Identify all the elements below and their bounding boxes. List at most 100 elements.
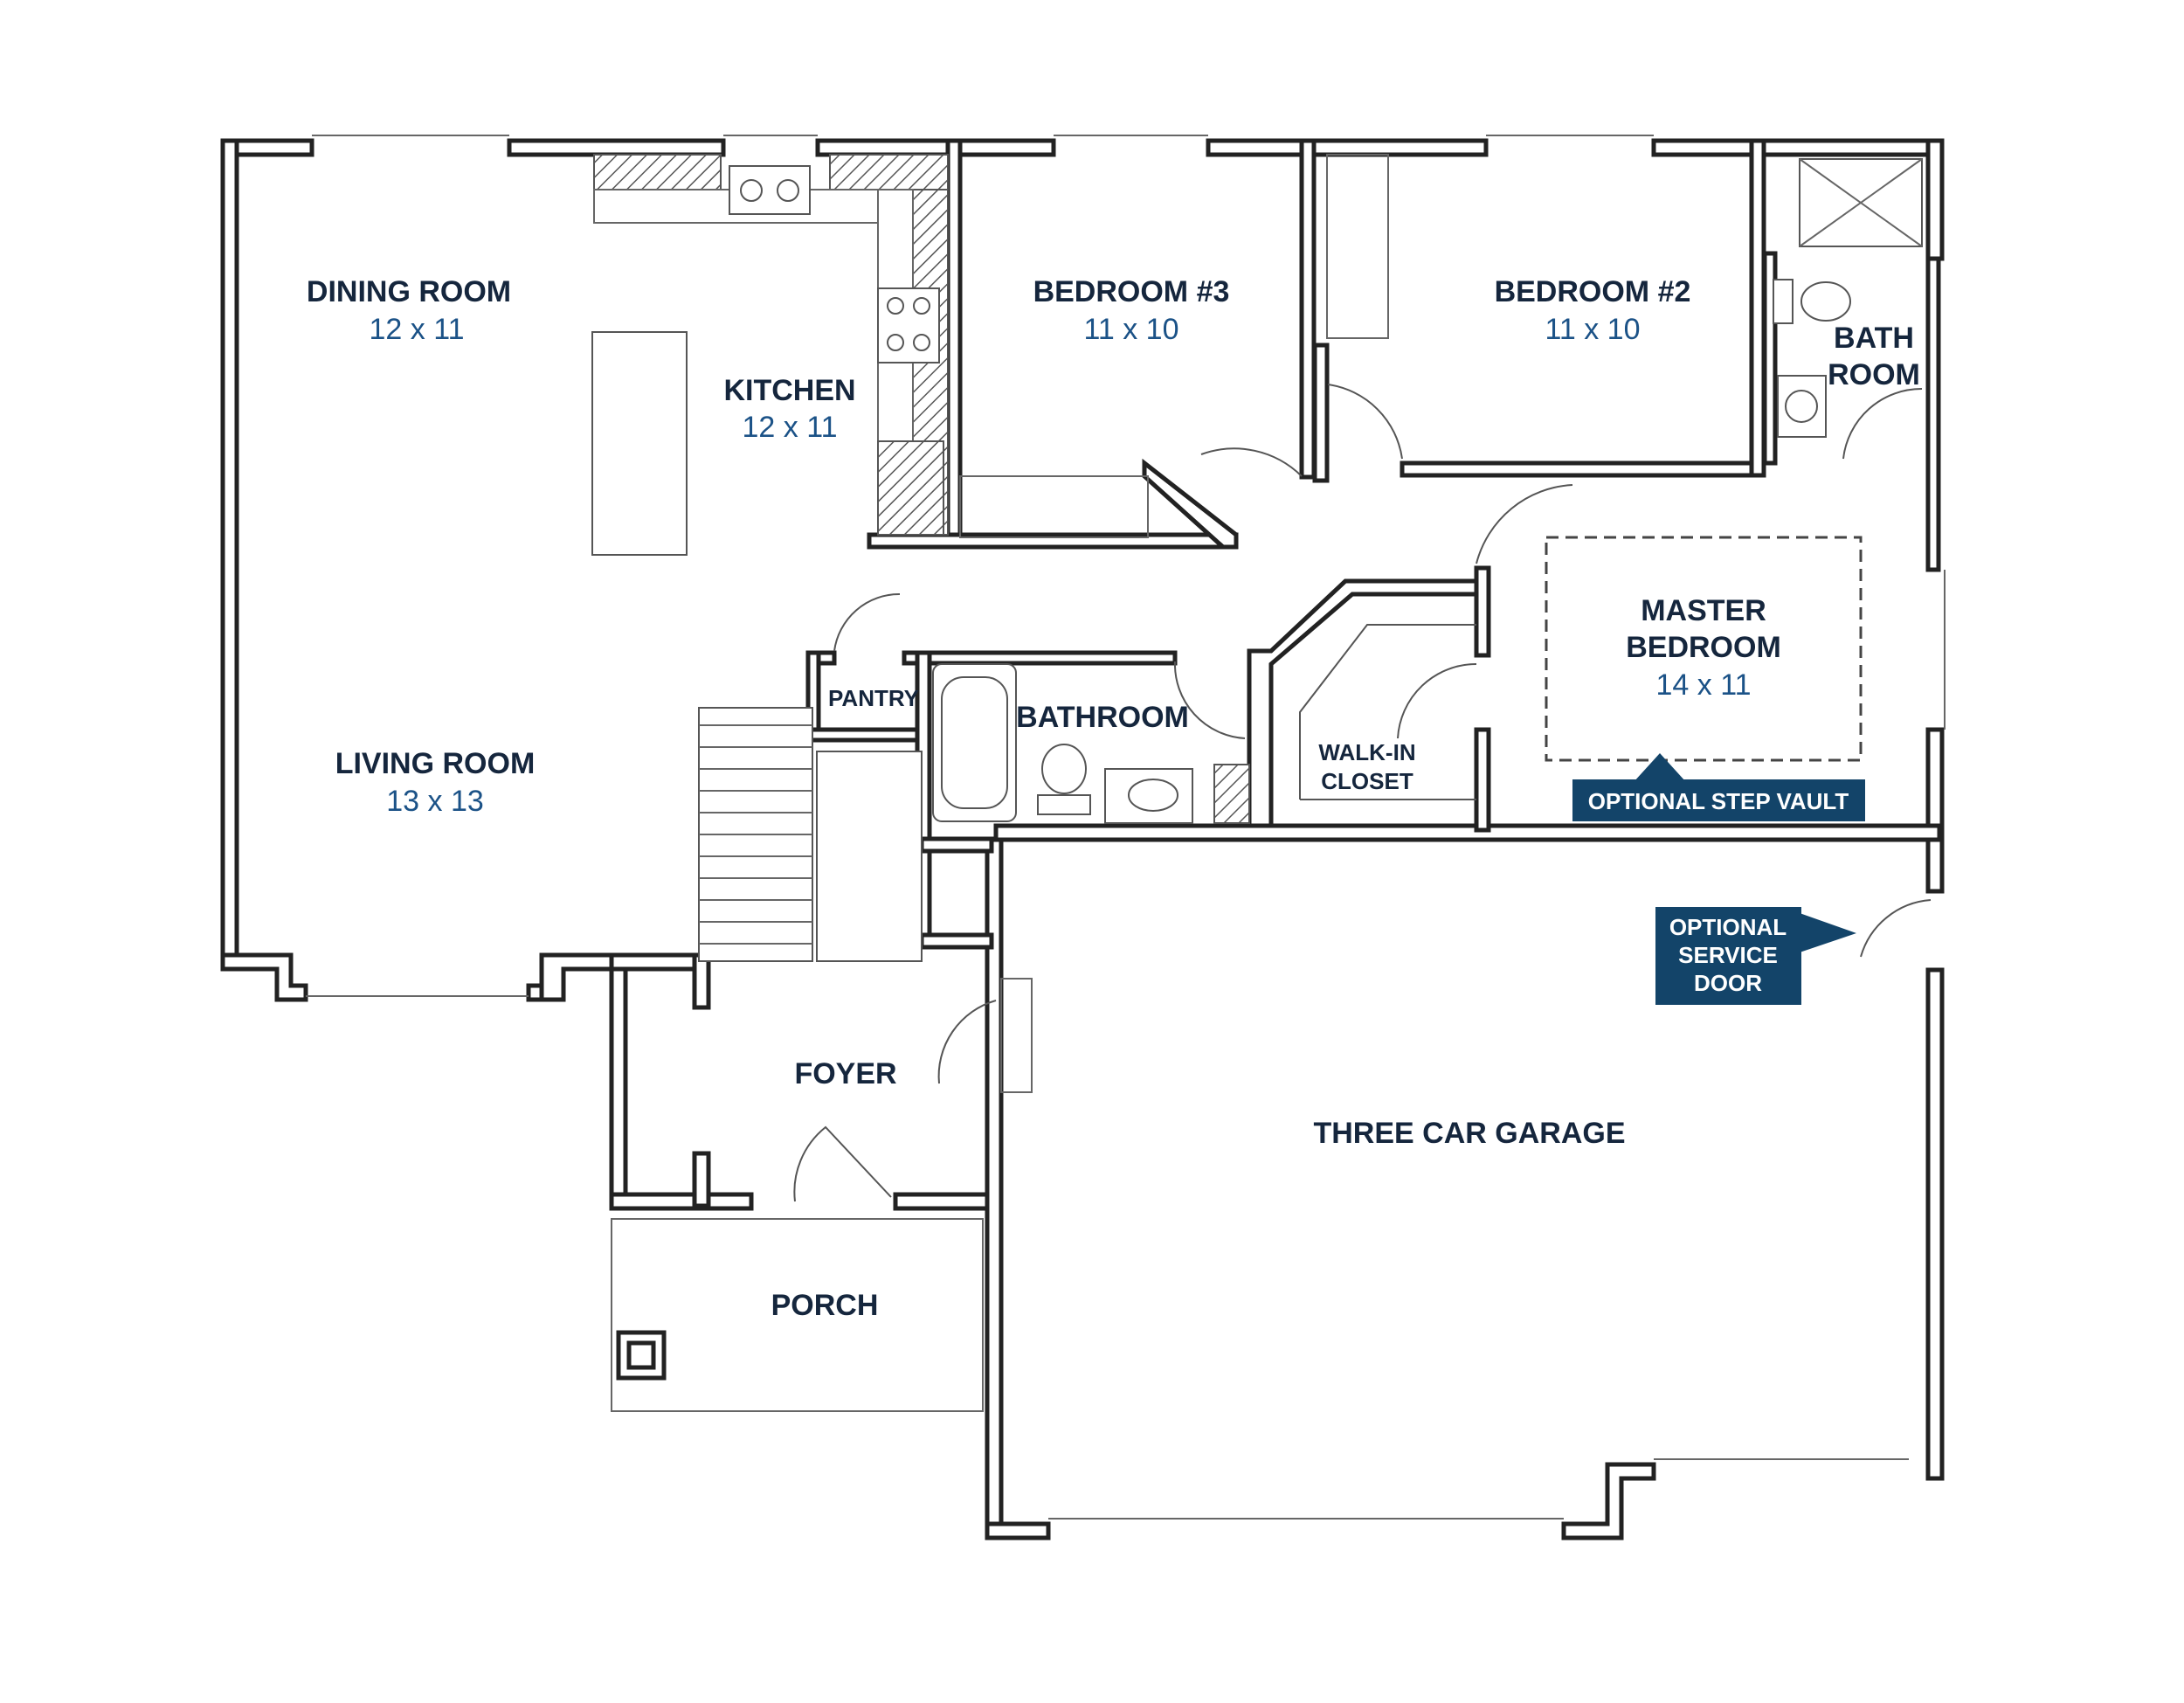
wall-garage-bottom-right	[1561, 1462, 1656, 1540]
wall-master-bottom	[993, 823, 1942, 842]
wall-top-right	[1651, 138, 1945, 157]
kitchen-island	[591, 331, 688, 556]
sink-bowl-right-icon	[777, 179, 799, 202]
wall-kitchen-bed3	[945, 138, 963, 541]
wall-closet-angle	[1247, 578, 1479, 828]
wall-right-mid	[1925, 256, 1941, 572]
label-pantry: PANTRY	[828, 685, 919, 711]
doors	[306, 135, 1946, 1520]
bed3-closet	[959, 475, 1149, 538]
wall-bed3-right	[1299, 138, 1317, 480]
door-garage-frame	[1000, 978, 1033, 1093]
fridge-icon	[877, 440, 944, 536]
stair-landing	[816, 751, 923, 962]
kitchen-counter-top	[593, 154, 722, 190]
bed2-closet	[1326, 154, 1389, 339]
wall-bed2-bottom	[1400, 460, 1754, 478]
wall-stair-closet	[919, 836, 994, 854]
wall-right-garage-top	[1925, 836, 1945, 894]
wall-right-garage	[1925, 967, 1945, 1481]
stair-treads	[699, 724, 812, 945]
shower-diag-icon-2	[1799, 158, 1923, 247]
wall-left-bottom	[220, 952, 308, 1002]
wall-top-mid	[1206, 138, 1489, 157]
exterior-walls	[220, 138, 1945, 1540]
callout-service-door: OPTIONAL SERVICE DOOR	[1655, 907, 1856, 1005]
interior-walls	[805, 138, 1942, 950]
closet-shelf	[1299, 624, 1476, 800]
label-kitchen-size: 12 x 11	[742, 411, 837, 444]
wall-bed2-right	[1749, 138, 1766, 478]
door-swing-master	[1476, 484, 1573, 564]
stove-icon	[877, 287, 940, 363]
label-porch: PORCH	[771, 1289, 879, 1322]
burner-icon-4	[913, 334, 930, 351]
door-swing-closet	[1397, 662, 1477, 739]
wall-master-left-b	[1474, 727, 1491, 833]
label-living-name: LIVING ROOM	[335, 747, 536, 780]
callout-service-line3: DOOR	[1694, 970, 1762, 996]
door-swing-bed2	[1327, 384, 1403, 460]
label-bed3-name: BEDROOM #3	[1033, 275, 1230, 308]
door-swing-bathroom	[1173, 661, 1246, 739]
door-swing-bath	[1842, 387, 1923, 460]
callout-arrow-up	[1634, 753, 1686, 782]
burner-icon-2	[913, 297, 930, 315]
step-vault-outline	[1545, 536, 1863, 762]
callout-step-vault: OPTIONAL STEP VAULT	[1572, 753, 1865, 821]
wall-foyer-bottom-left	[609, 1192, 754, 1211]
label-walkin-line1: WALK-IN	[1318, 739, 1415, 765]
wall-right-top	[1925, 138, 1945, 261]
bath-toilet-icon	[1041, 744, 1087, 794]
room-labels: DINING ROOM 12 x 11 KITCHEN 12 x 11 BEDR…	[307, 275, 1920, 1322]
door-swing-bed3	[1200, 447, 1303, 477]
label-foyer: FOYER	[794, 1057, 896, 1090]
callout-service-line1: OPTIONAL	[1669, 914, 1787, 940]
sink-bowl-left-icon	[740, 179, 763, 202]
vanity-bowl-icon	[1785, 390, 1818, 423]
bathtub-inner-icon	[941, 676, 1008, 809]
wall-bed2-left	[1312, 343, 1330, 483]
label-bed3-size: 11 x 10	[1083, 313, 1178, 346]
door-swing-pantry	[833, 592, 901, 652]
wall-left	[220, 138, 239, 970]
label-bed2-size: 11 x 10	[1545, 313, 1640, 346]
wall-foyer-closet-b	[692, 1151, 711, 1208]
label-bathroom-master-line1: BATH	[1834, 322, 1914, 355]
wall-bathroom-top	[902, 650, 1178, 666]
bath-toilet-tank-icon	[1037, 794, 1091, 815]
door-swing-service	[1860, 899, 1932, 958]
kitchen-counter-top-b	[829, 154, 949, 190]
wall-bed3-closet-angle	[1142, 458, 1239, 550]
wall-foyer-bottom-right	[893, 1192, 994, 1211]
bath-linen-icon	[1213, 764, 1250, 824]
callout-arrow-right	[1800, 913, 1856, 952]
burner-icon-3	[887, 334, 904, 351]
label-master-size: 14 x 11	[1655, 668, 1751, 702]
bath-vanity-bowl-icon	[1128, 779, 1178, 812]
label-master-line2: BEDROOM	[1626, 631, 1781, 664]
wall-pantry-bottom	[805, 727, 920, 743]
wall-foyer-closet	[692, 952, 711, 1010]
wall-master-left	[1474, 565, 1491, 658]
burner-icon	[887, 297, 904, 315]
callout-service-line2: SERVICE	[1678, 942, 1778, 968]
wall-foyer-left	[609, 952, 628, 1211]
label-dining-name: DINING ROOM	[307, 275, 511, 308]
label-living-size: 13 x 13	[386, 785, 484, 818]
door-swing-front	[793, 1125, 892, 1202]
wall-top-kitchen	[507, 138, 726, 157]
wall-garage-bottom-left	[985, 1521, 1051, 1540]
wall-living-step	[539, 952, 614, 1002]
callout-step-vault-box	[1572, 779, 1865, 821]
label-walkin-line2: CLOSET	[1321, 768, 1413, 794]
porch-post-inner-icon	[626, 1340, 656, 1370]
fixtures	[591, 154, 1923, 1412]
label-bathroom: BATHROOM	[1016, 701, 1189, 734]
toilet-icon	[1800, 281, 1851, 322]
label-master-line1: MASTER	[1641, 594, 1766, 627]
toilet-tank-icon	[1773, 279, 1794, 324]
wall-stair-closet-b	[919, 932, 994, 950]
callout-service-box	[1655, 907, 1801, 1005]
